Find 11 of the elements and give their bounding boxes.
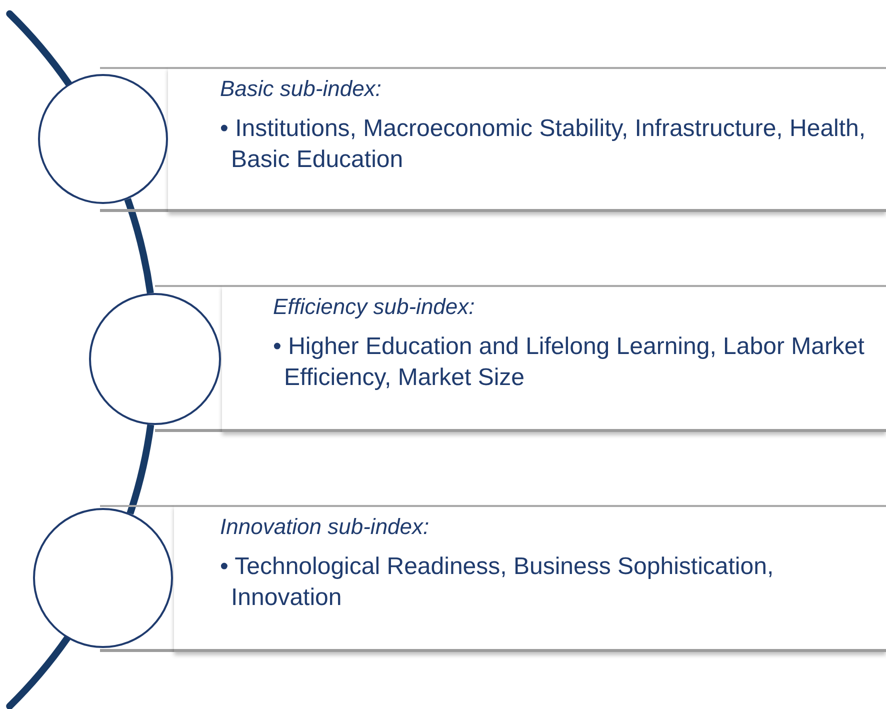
text-band bbox=[222, 285, 886, 432]
bullet-text: • Technological Readiness, Business Sophistication, Innovation bbox=[220, 552, 775, 613]
text-band bbox=[168, 67, 886, 212]
bullet-text: • Higher Education and Lifelong Learning, Labor Market Efficiency, Market Size bbox=[273, 332, 866, 393]
connector-line bbox=[124, 198, 154, 294]
band-heading: Basic sub-index: bbox=[220, 75, 382, 103]
text-band bbox=[174, 505, 886, 652]
connector-line bbox=[126, 424, 154, 515]
band-heading: Efficiency sub-index: bbox=[273, 293, 476, 321]
bullet-text: • Institutions, Macroeconomic Stability, Infrastructure, Health, Basic Education bbox=[220, 114, 867, 175]
band-heading: Innovation sub-index: bbox=[220, 513, 430, 541]
